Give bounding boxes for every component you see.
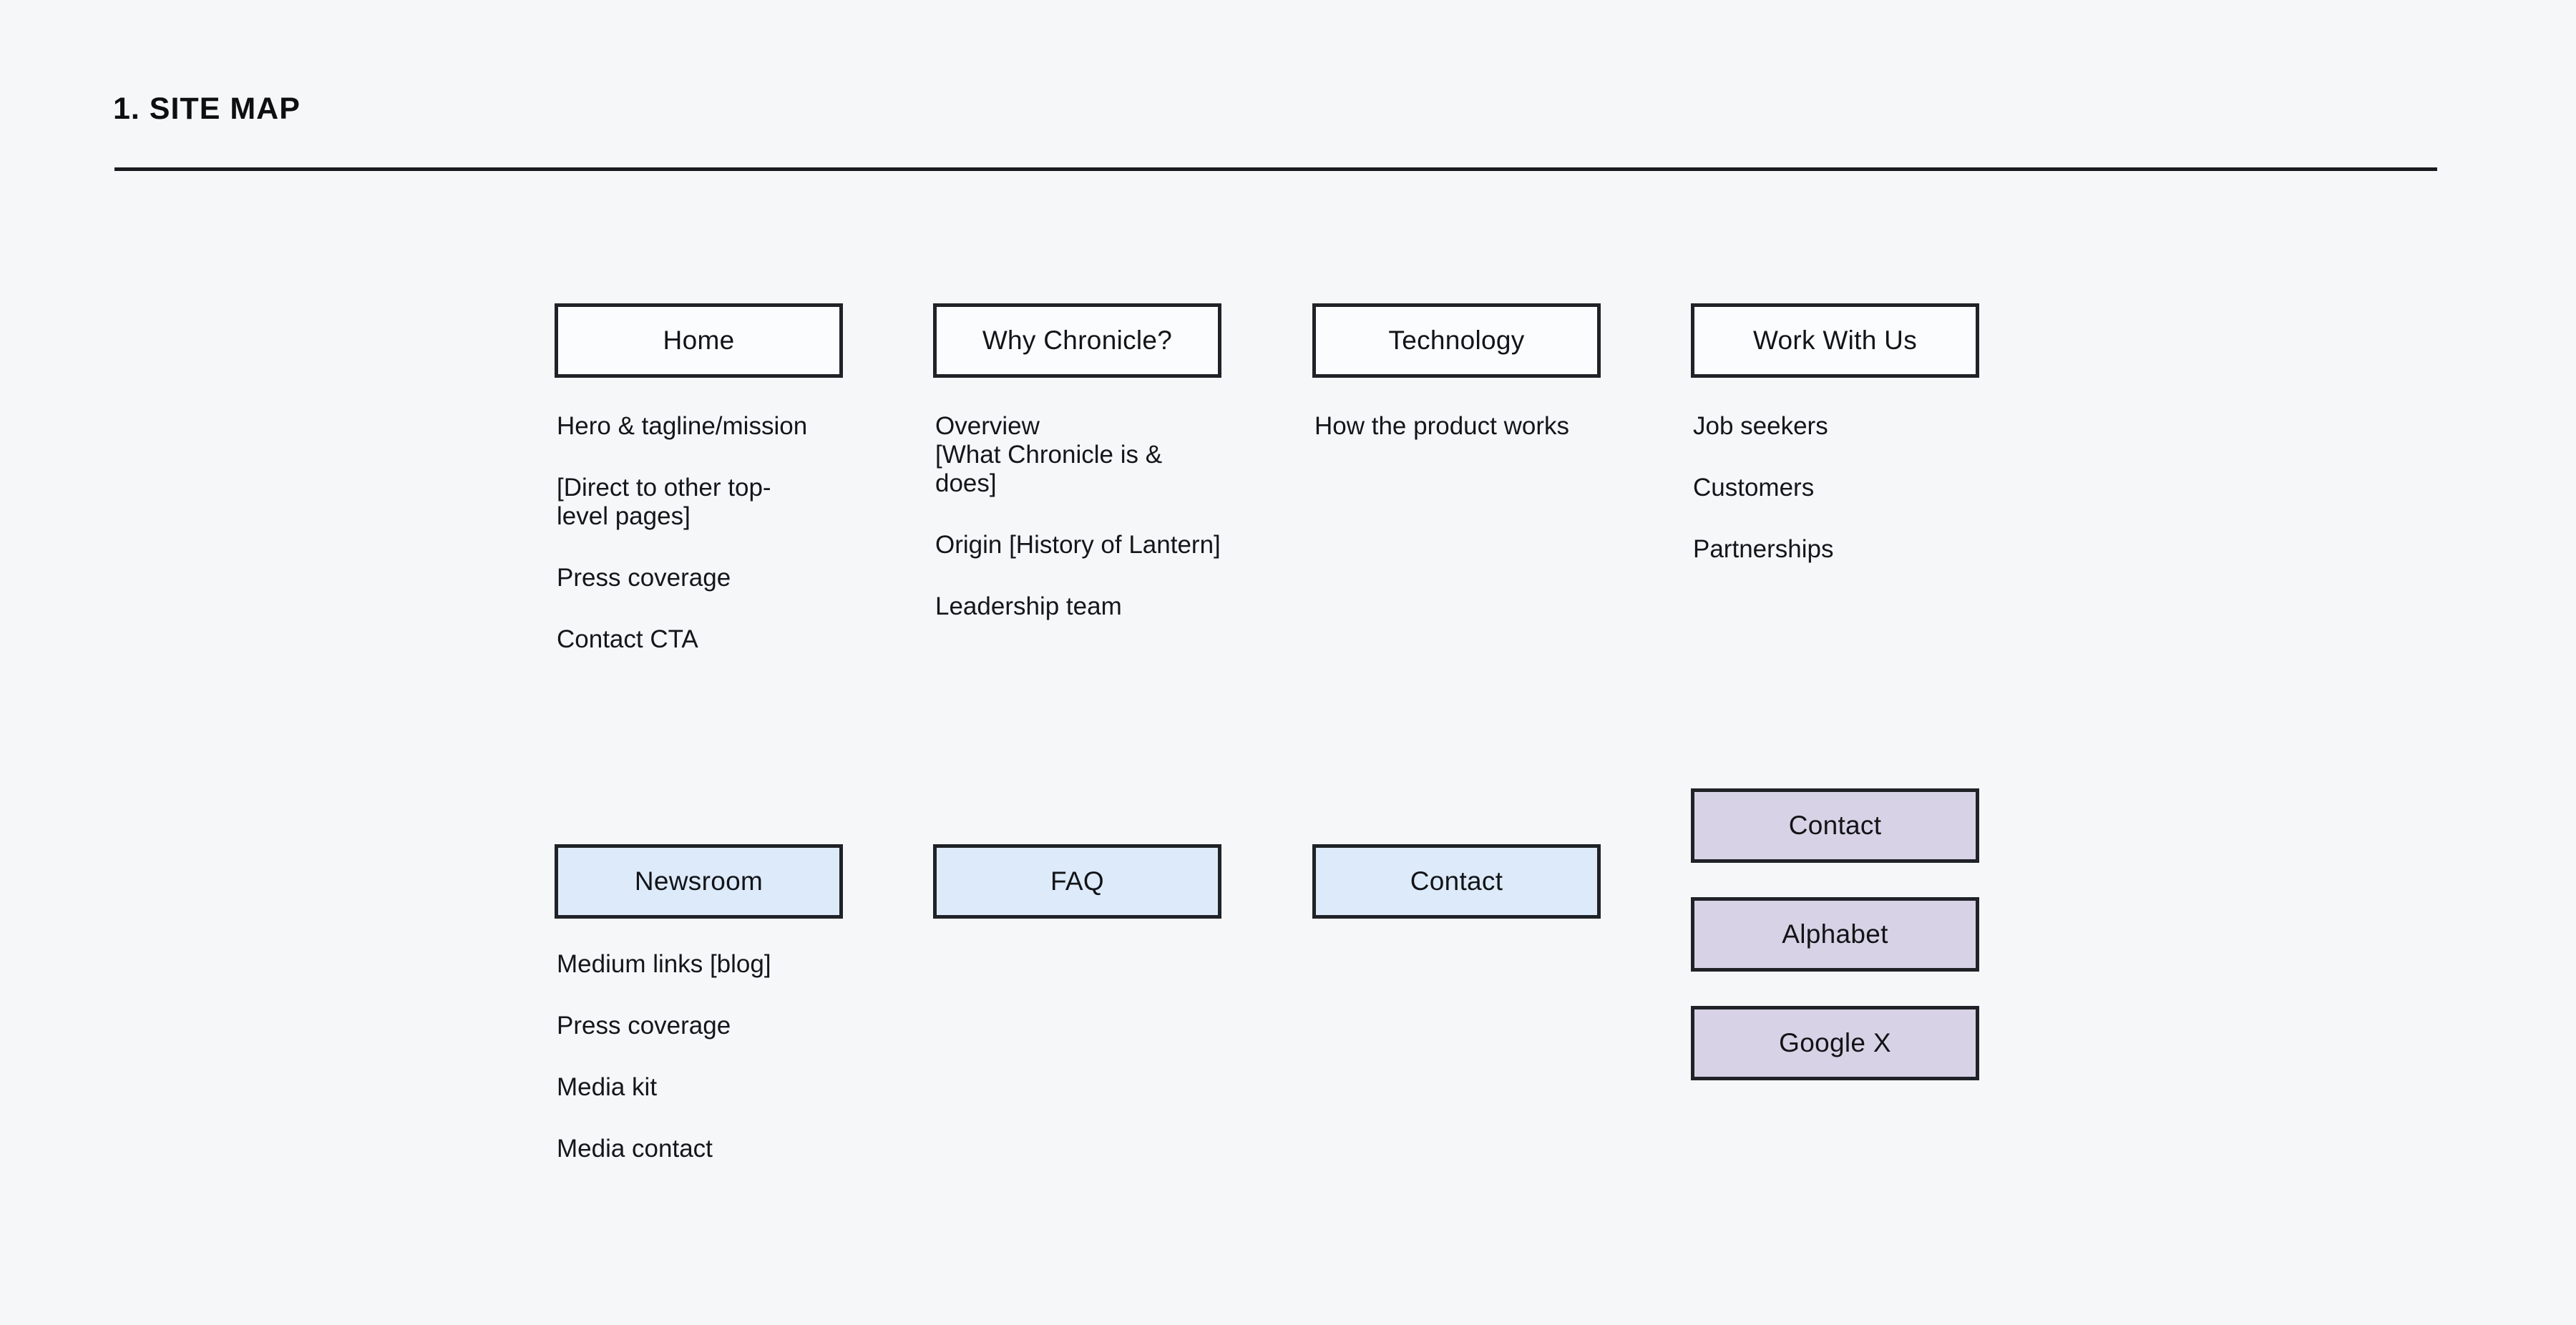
node-label: Alphabet [1782,919,1888,949]
node-home[interactable]: Home [555,303,843,378]
node-work-with-us[interactable]: Work With Us [1691,303,1979,378]
node-newsroom[interactable]: Newsroom [555,844,843,919]
home-item-list: Hero & tagline/mission [Direct to other … [555,412,843,654]
node-contact[interactable]: Contact [1312,844,1601,919]
node-why-chronicle[interactable]: Why Chronicle? [933,303,1221,378]
node-label: Contact [1410,866,1503,896]
node-alphabet[interactable]: Alphabet [1691,897,1979,972]
work-with-us-item-list: Job seekers Customers Partnerships [1691,412,1979,564]
node-contact-external[interactable]: Contact [1691,788,1979,863]
sitemap-item: [Direct to other top- level pages] [557,474,771,530]
node-label: Home [663,326,735,355]
sitemap-item: Overview [What Chronicle is & does] [935,412,1163,497]
sitemap-item: Leadership team [935,592,1122,620]
sitemap-item: Hero & tagline/mission [557,412,808,440]
node-google-x[interactable]: Google X [1691,1006,1979,1080]
node-faq[interactable]: FAQ [933,844,1221,919]
node-label: Why Chronicle? [982,326,1173,355]
title-divider [114,167,2437,171]
column-home: Home Hero & tagline/mission [Direct to o… [555,303,843,687]
column-faq: FAQ [933,844,1221,919]
why-chronicle-item-list: Overview [What Chronicle is & does] Orig… [933,412,1221,621]
technology-item-list: How the product works [1312,412,1601,441]
node-label: Work With Us [1752,326,1918,355]
column-technology: Technology How the product works [1312,303,1601,474]
sitemap-item: Partnerships [1693,535,1834,563]
column-contact: Contact [1312,844,1601,919]
column-work-with-us: Work With Us Job seekers Customers Partn… [1691,303,1979,597]
column-external-links: Contact Alphabet Google X [1691,788,1979,1115]
column-why-chronicle: Why Chronicle? Overview [What Chronicle … [933,303,1221,654]
node-label: FAQ [1050,866,1104,896]
sitemap-item: Press coverage [557,1012,731,1040]
sitemap-item: Contact CTA [557,625,698,653]
sitemap-item: How the product works [1314,412,1569,440]
node-label: Newsroom [634,866,763,896]
sitemap-item: Media contact [557,1135,713,1163]
newsroom-item-list: Medium links [blog] Press coverage Media… [555,950,843,1163]
node-label: Contact [1788,811,1882,840]
sitemap-item: Job seekers [1693,412,1828,440]
column-newsroom: Newsroom Medium links [blog] Press cover… [555,844,843,1196]
sitemap-item: Customers [1693,474,1815,502]
node-technology[interactable]: Technology [1312,303,1601,378]
sitemap-item: Press coverage [557,564,731,592]
sitemap-item: Origin [History of Lantern] [935,531,1221,559]
sitemap-item: Medium links [blog] [557,950,771,978]
page-title: 1. SITE MAP [113,92,301,126]
sitemap-item: Media kit [557,1073,658,1101]
node-label: Technology [1388,326,1525,355]
node-label: Google X [1779,1028,1891,1057]
